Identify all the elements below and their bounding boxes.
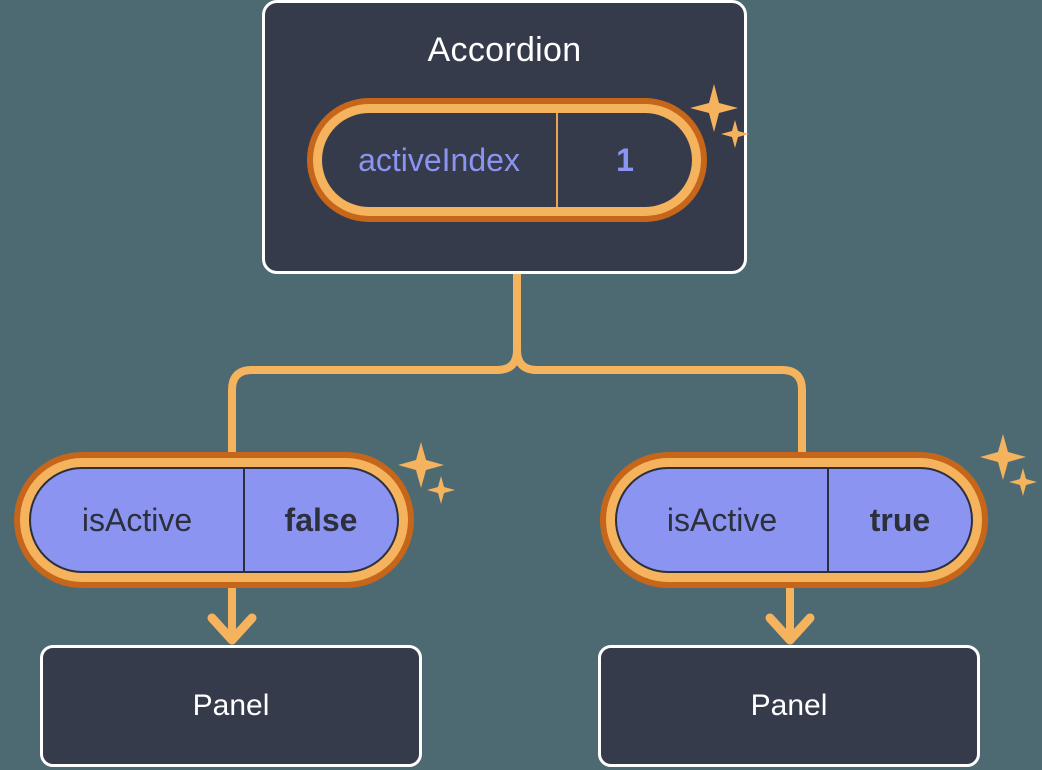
pill-body: isActive false [29,467,399,573]
panel-title-left: Panel [192,689,270,722]
prop-value-is-active-left: false [284,501,358,538]
prop-pill-active-index[interactable]: activeIndex 1 [307,98,707,222]
wire-branch-right [513,349,806,452]
prop-pill-is-active-right[interactable]: isActive true [600,452,988,588]
prop-key-is-active-right: isActive [617,469,829,571]
pill-inner-ring: activeIndex 1 [313,104,701,216]
pill-body: isActive true [615,467,973,573]
panel-title-right: Panel [750,689,828,722]
pill-inner-ring: isActive true [606,458,982,582]
prop-value-is-active-right: true [869,501,931,538]
prop-key-active-index: activeIndex [322,113,558,207]
pill-outer-ring: isActive true [600,452,988,588]
pill-body: activeIndex 1 [322,113,692,207]
accordion-title: Accordion [427,31,582,69]
arrow-down-icon-left [207,613,257,645]
prop-value-active-index: 1 [616,141,634,178]
panel-card-right[interactable]: Panel [598,645,980,767]
arrow-down-icon-right [765,613,815,645]
prop-key-is-active-left: isActive [31,469,245,571]
panel-card-left[interactable]: Panel [40,645,422,767]
prop-pill-is-active-left[interactable]: isActive false [14,452,414,588]
pill-outer-ring: activeIndex 1 [307,98,707,222]
pill-outer-ring: isActive false [14,452,414,588]
pill-inner-ring: isActive false [20,458,408,582]
wire-branch-left [228,349,521,452]
